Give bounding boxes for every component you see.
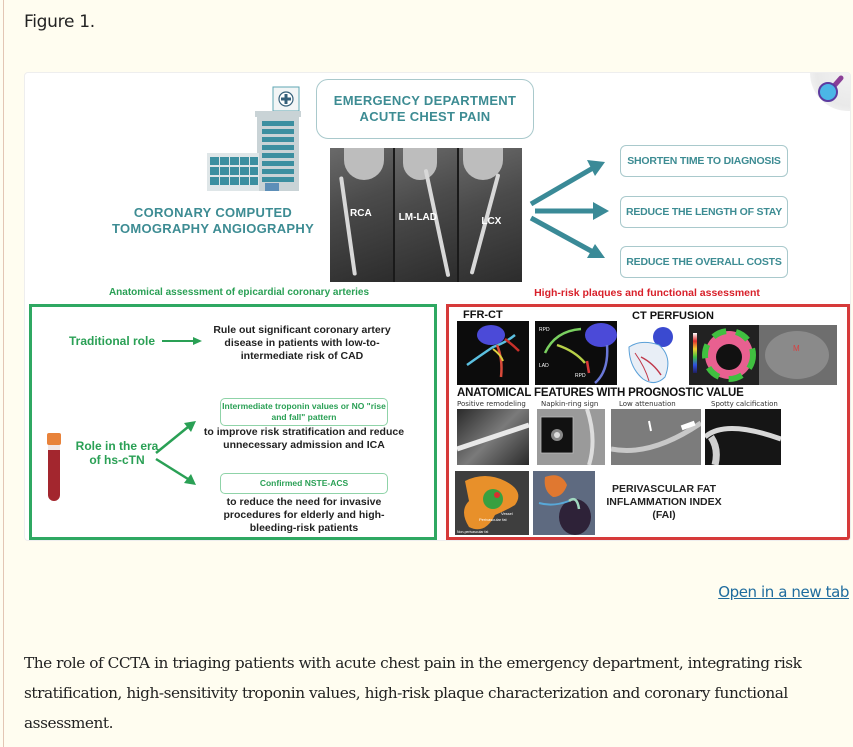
ct-label-lm-lad: LM-LAD [398,212,437,223]
ffr-ct-title: FFR-CT [463,309,503,321]
arrow-right-icon [162,337,202,345]
figure-label: Figure 1. [24,12,95,32]
ffr-label: RPD [575,373,586,379]
figure-caption: The role of CCTA in triaging patients wi… [24,654,802,732]
feature-label: Low attenuation [619,400,676,408]
positive-remodeling-image [457,409,529,465]
zoom-image-button[interactable] [810,73,850,111]
outcome-box: REDUCE THE OVERALL COSTS [620,246,788,278]
arrow-down-icon [587,244,605,258]
fai-image-2 [533,471,595,535]
arrow-up-icon [587,160,605,176]
emergency-department-box: EMERGENCY DEPARTMENT ACUTE CHEST PAIN [316,79,534,139]
ct-perfusion-image: M [689,325,837,385]
ct-panel-rca: RCA [330,148,393,282]
spotty-calcification-image [705,409,781,465]
ct-panel-lm-lad: LM-LAD [394,148,458,282]
feature-label: Positive remodeling [457,400,526,408]
fai-label: Vessel [501,511,513,516]
branch-arrows [155,421,196,485]
condition-text-troponin: to improve risk stratification and reduc… [203,426,405,451]
svg-text:M: M [793,344,800,353]
ffr-ct-image-2: RPD LAD RPD [535,321,617,385]
anatomical-assessment-box: Traditional role Rule out significant co… [29,304,437,540]
ffr-ct-image-1 [457,321,529,385]
ed-line-1: EMERGENCY DEPARTMENT [333,93,517,108]
traditional-role-text: Rule out significant coronary artery dis… [213,324,391,362]
arrow-right-icon [593,202,609,220]
fai-label: Non-perivascular fat [457,530,488,534]
outcome-box: SHORTEN TIME TO DIAGNOSIS [620,145,788,177]
traditional-role-label: Traditional role [69,334,156,348]
ct-panel-lcx: LCX [459,148,523,282]
high-risk-box: FFR-CT CT PERFUSION RPD LAD RPD [446,304,850,540]
fai-image-1: Vessel Perivascular fat Non-perivascular… [455,471,529,535]
magnifier-icon [818,75,844,102]
figure-image[interactable]: CORONARY COMPUTED TOMOGRAPHY ANGIOGRAPHY… [24,72,851,541]
high-risk-heading: High-risk plaques and functional assessm… [534,287,760,299]
condition-box-nste-acs: Confirmed NSTE-ACS [220,473,388,494]
feature-label: Spotty calcification [711,400,778,408]
low-attenuation-image [611,409,701,465]
anatomical-assessment-heading: Anatomical assessment of epicardial coro… [108,287,370,298]
ct-perfusion-heart-model [628,327,673,383]
fai-label: Perivascular fat [479,517,507,522]
ct-label-lcx: LCX [481,216,502,227]
fai-title: PERIVASCULAR FAT INFLAMMATION INDEX (FAI… [606,483,722,521]
ct-angiography-images: RCA LM-LAD LCX [330,148,523,282]
left-border-rule [3,0,4,747]
ccta-title: CORONARY COMPUTED TOMOGRAPHY ANGIOGRAPHY [111,205,315,236]
condition-box-troponin: Intermediate troponin values or NO "rise… [220,398,388,426]
ct-label-rca: RCA [350,208,372,219]
outcome-arrows [529,160,609,258]
anatomical-features-title: ANATOMICAL FEATURES WITH PROGNOSTIC VALU… [457,387,744,399]
hs-ctn-role-label: Role in the era of hs-cTN [75,439,159,467]
condition-text-nste-acs: to reduce the need for invasive procedur… [223,496,385,534]
blood-tube-icon [47,433,61,501]
outcome-box: REDUCE THE LENGTH OF STAY [620,196,788,228]
open-in-new-tab-link[interactable]: Open in a new tab [718,583,849,601]
ffr-label: RPD [539,327,550,333]
napkin-ring-image [537,409,605,465]
feature-label: Napkin-ring sign [541,400,599,408]
hospital-icon [207,86,301,191]
ed-line-2: ACUTE CHEST PAIN [359,109,491,124]
ffr-label: LAD [539,363,549,369]
ct-perfusion-title: CT PERFUSION [632,310,714,322]
